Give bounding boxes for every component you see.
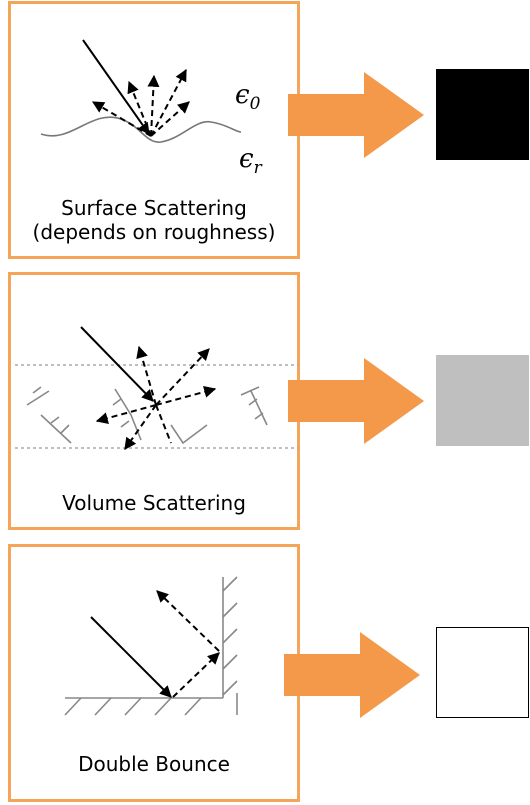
volume-scattering-swatch <box>436 355 529 446</box>
double-bounce-panel: Double Bounce <box>8 544 300 802</box>
surface-scattering-illustration <box>40 39 242 143</box>
right-arrow-icon <box>284 632 420 718</box>
epsilon-zero-label: ϵ0 <box>235 80 261 115</box>
right-arrow-icon <box>288 358 424 444</box>
right-arrow-icon <box>288 72 424 158</box>
volume-scattering-caption: Volume Scattering <box>62 491 246 515</box>
surface-scattering-swatch <box>436 69 529 160</box>
double-bounce-swatch <box>436 627 529 718</box>
double-bounce-caption: Double Bounce <box>78 752 230 776</box>
surface-scattering-panel: ϵ0 ϵr Surface Scattering (depends on rou… <box>8 1 300 259</box>
double-bounce-illustration <box>64 576 238 716</box>
volume-scattering-illustration <box>15 326 299 450</box>
surface-scattering-caption: Surface Scattering (depends on roughness… <box>32 196 276 244</box>
volume-scattering-panel: Volume Scattering <box>8 272 300 530</box>
epsilon-r-label: ϵr <box>239 144 262 179</box>
